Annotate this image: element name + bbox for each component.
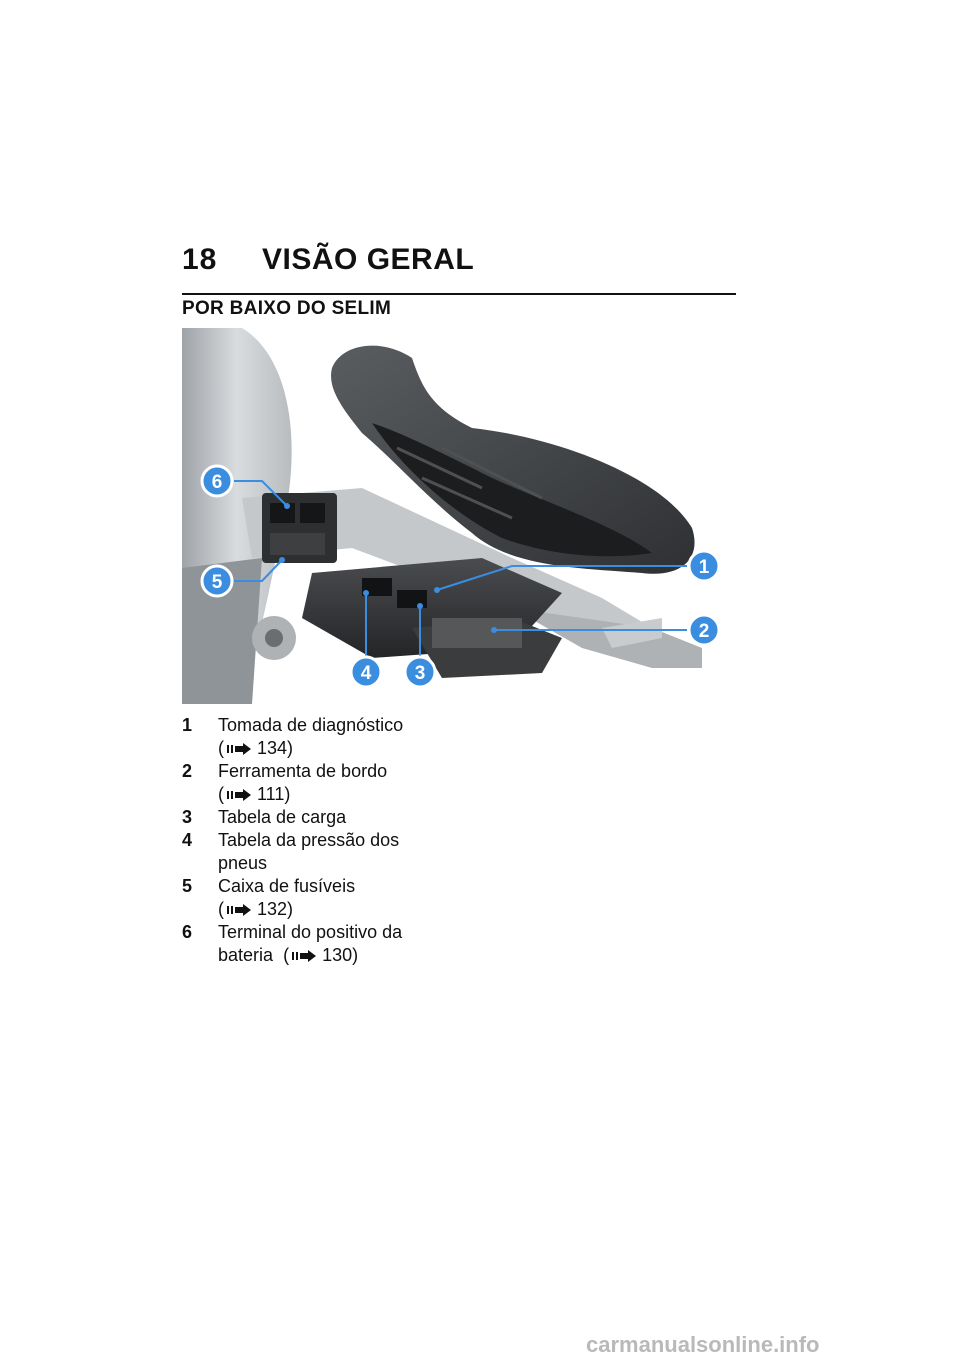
legend-number: 4 [182,830,193,850]
callout-4: 4 [349,655,383,689]
legend-text-continued: pneus [218,853,268,873]
callout-2-label: 2 [699,621,710,642]
legend-list: 1 Tomada de diagnóstico (134) 2 Ferramen… [182,714,482,967]
legend-number: 5 [182,876,193,896]
legend-item-4: 4 Tabela da pressão dos pneus [182,829,482,875]
arrow-right-icon [227,904,251,916]
page-reference[interactable]: (111) [218,784,291,804]
section-title: POR BAIXO DO SELIM [182,298,392,319]
legend-item-1: 1 Tomada de diagnóstico (134) [182,714,482,760]
legend-number: 1 [182,715,193,735]
page-reference-number: 132) [257,899,294,919]
legend-number: 2 [182,761,193,781]
legend-item-6: 6 Terminal do positivo da bateria (130) [182,921,482,967]
legend-text: Terminal do positivo da [218,922,403,942]
arrow-right-icon [227,743,251,755]
arrow-right-icon [292,950,317,962]
callout-6-label: 6 [212,472,223,493]
callout-1-label: 1 [699,557,710,578]
callout-3: 3 [403,655,437,689]
callout-6: 6 [200,464,234,498]
legend-text: Caixa de fusíveis [218,876,356,896]
page-reference[interactable]: (130) [283,945,359,965]
arrow-right-icon [227,789,251,801]
legend-number: 3 [182,807,193,827]
page-reference[interactable]: (132) [218,899,294,919]
legend-text: Tabela de carga [218,807,347,827]
chapter-title: VISÃO GERAL [262,243,475,276]
legend-text-continued: bateria [218,945,274,965]
legend-text: Tomada de diagnóstico [218,715,404,735]
callout-1: 1 [687,549,720,583]
legend-text: Ferramenta de bordo [218,761,388,781]
callout-3-label: 3 [415,663,426,684]
legend-item-5: 5 Caixa de fusíveis (132) [182,875,482,921]
header-rule [182,293,736,295]
legend-text: Tabela da pressão dos [218,830,400,850]
legend-item-3: 3 Tabela de carga [182,806,482,829]
page-reference-number: 130) [322,945,359,965]
legend-item-2: 2 Ferramenta de bordo (111) [182,760,482,806]
callout-5: 5 [200,564,234,598]
page-reference-number: 111) [257,784,291,804]
watermark[interactable]: carmanualsonline.info [586,1332,820,1357]
page-reference[interactable]: (134) [218,738,294,758]
page-number: 18 [182,243,218,276]
callout-4-label: 4 [361,663,372,684]
callout-2: 2 [687,613,720,647]
page-reference-number: 134) [257,738,294,758]
motorcycle-illustration: 1 2 3 4 5 6 [182,328,720,704]
legend-number: 6 [182,922,193,942]
callout-5-label: 5 [212,572,223,593]
